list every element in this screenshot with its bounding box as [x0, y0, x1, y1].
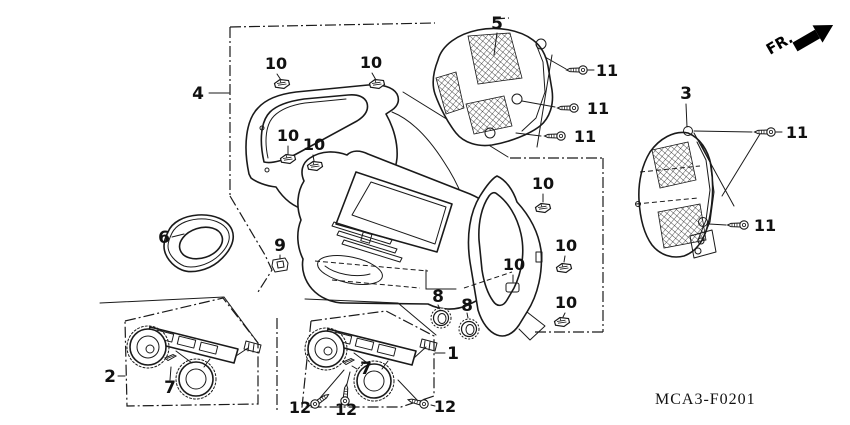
screw-icon [543, 131, 566, 141]
grommet-icon [458, 318, 480, 340]
part-2-assembly-box [124, 297, 259, 407]
clip-icon [553, 316, 571, 328]
callout-5-label: 5 [491, 14, 503, 34]
callout-10-label: 10 [303, 135, 325, 154]
fr-direction-label: FR. [763, 29, 796, 58]
center-console-panel [297, 150, 511, 310]
fr-direction-indicator: FR. [763, 25, 834, 58]
callout-10-label: 10 [265, 54, 287, 73]
callout-1-label: 1 [447, 344, 459, 364]
callout-10-label: 10 [555, 236, 577, 255]
screw-icon [565, 65, 588, 75]
grommet-icon [430, 307, 452, 329]
callout-10-label: 10 [360, 53, 382, 72]
callout-8-label: 8 [461, 296, 473, 316]
clip-icon [505, 282, 520, 293]
callout-7-label: 7 [164, 378, 176, 398]
figure-code: MCA3-F0201 [655, 391, 756, 408]
screw-icon [342, 358, 355, 365]
screw-11-icons [515, 56, 783, 230]
callout-6-label: 6 [158, 228, 170, 248]
part-6-oval-pad [163, 214, 234, 273]
screw-icon [753, 127, 776, 137]
callout-10-label: 10 [277, 126, 299, 145]
callout-12-label: 12 [434, 397, 456, 416]
callout-3-label: 3 [680, 84, 692, 104]
part-2-control-assembly [126, 325, 262, 400]
screw-icon [406, 395, 430, 410]
screw-icon [556, 103, 579, 113]
grommet-8-icons [430, 304, 480, 340]
fr-arrow-icon [792, 25, 834, 52]
callout-8-label: 8 [432, 287, 444, 307]
clip-icon [273, 78, 291, 90]
screw-icon [164, 354, 177, 361]
screw-12-icons [306, 369, 436, 411]
callout-10-label: 10 [555, 293, 577, 312]
callout-11-label: 11 [786, 123, 808, 142]
callout-11-label: 11 [574, 127, 596, 146]
part-9-clip [271, 257, 289, 273]
callout-12-label: 12 [289, 398, 311, 417]
screw-7-icons [164, 354, 358, 381]
callout-11-label: 11 [587, 99, 609, 118]
callout-11-label: 11 [596, 61, 618, 80]
callout-7-label: 7 [360, 359, 372, 379]
screw-icon [726, 220, 749, 230]
part-1-assembly-box [301, 310, 435, 408]
clip-icon [555, 262, 573, 274]
callout-10-label: 10 [532, 174, 554, 193]
callout-10-label: 10 [503, 255, 525, 274]
callout-2-label: 2 [104, 367, 116, 387]
callout-leaders [117, 32, 688, 377]
part-5-mesh-cover [432, 27, 554, 148]
clip-icon [534, 202, 552, 214]
right-side-panel [467, 175, 546, 341]
callout-12-label: 12 [335, 400, 357, 419]
part-1-control-assembly [304, 327, 438, 402]
callout-4-label: 4 [192, 84, 204, 104]
callout-11-label: 11 [754, 216, 776, 235]
clip-10-icons [273, 78, 573, 328]
part-3-mesh-cover [635, 126, 761, 259]
callout-9-label: 9 [274, 236, 286, 256]
